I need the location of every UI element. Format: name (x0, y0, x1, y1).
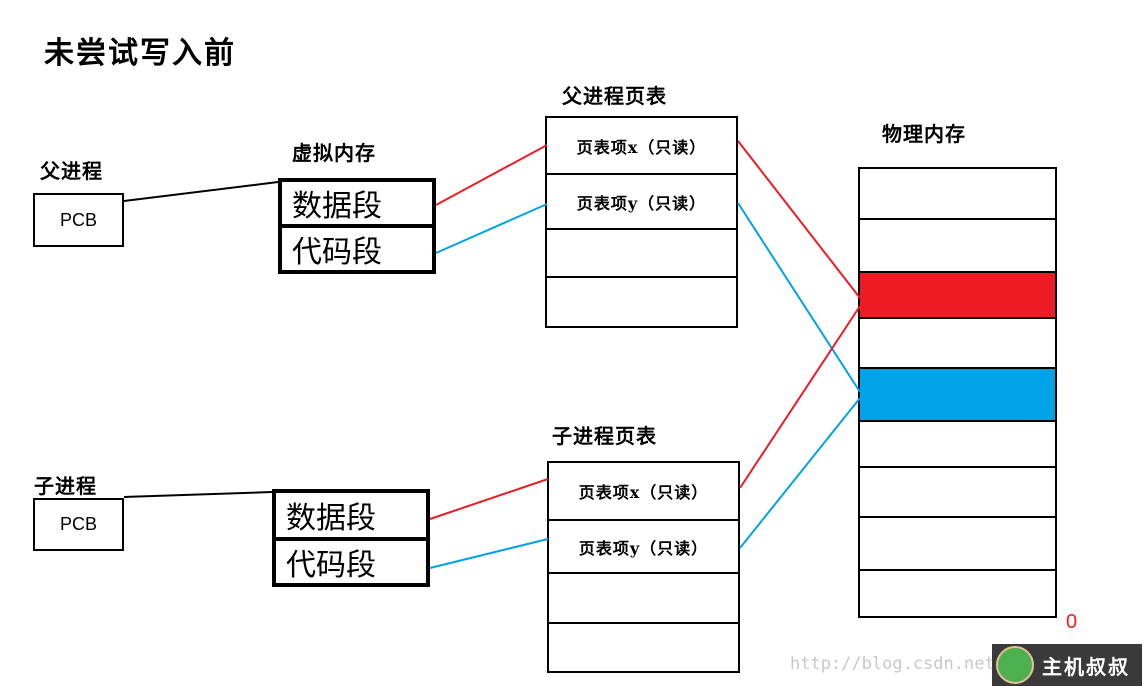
parent-pcb-to-vm-line (123, 181, 279, 202)
child-data-segment: 数据段 (272, 489, 430, 541)
parent-code-to-entry-y-line (435, 203, 548, 254)
parent-process-label: 父进程 (40, 159, 103, 183)
parent-pcb-box: PCB (33, 193, 124, 247)
diagram-title: 未尝试写入前 (44, 36, 236, 71)
child-pcb-label: PCB (59, 514, 97, 534)
child-page-entry-empty (549, 624, 738, 671)
mascot-icon (996, 646, 1034, 684)
parent-page-entry-y: 页表项y（只读） (547, 175, 736, 230)
child-code-to-entry-y-line (429, 538, 549, 569)
parent-page-entry-empty (547, 230, 736, 278)
parent-data-segment: 数据段 (278, 178, 436, 228)
child-entry-x-to-red-frame-line (739, 305, 861, 489)
child-pcb-to-vm-line (123, 491, 273, 498)
parent-page-entry-x: 页表项x（只读） (547, 118, 736, 175)
child-page-entry-x: 页表项x（只读） (549, 463, 738, 521)
memory-frame-red (860, 273, 1055, 319)
parent-entry-x-to-red-frame-line (737, 140, 861, 299)
parent-pcb-label: PCB (59, 209, 97, 230)
memory-frame (860, 220, 1055, 273)
memory-frame (860, 468, 1055, 518)
child-process-label: 子进程 (34, 474, 97, 498)
physical-memory-title: 物理内存 (882, 122, 966, 146)
parent-entry-y-to-blue-frame-line (737, 202, 861, 393)
logo: 主机叔叔 (992, 644, 1142, 686)
parent-page-entry-empty (547, 278, 736, 324)
parent-page-table: 页表项x（只读） 页表项y（只读） (545, 116, 738, 328)
memory-address-zero: 0 (1066, 611, 1078, 633)
physical-memory (858, 167, 1057, 618)
child-page-table-title: 子进程页表 (552, 424, 657, 448)
child-page-entry-x-label: 页表项x（只读） (578, 483, 709, 502)
child-page-entry-y: 页表项y（只读） (549, 521, 738, 574)
child-page-entry-empty (549, 574, 738, 624)
parent-page-table-title: 父进程页表 (562, 84, 667, 108)
child-page-entry-y-label: 页表项y（只读） (578, 538, 709, 558)
memory-frame-blue (860, 369, 1055, 422)
child-data-segment-label: 数据段 (286, 501, 376, 536)
child-code-segment-label: 代码段 (286, 548, 376, 583)
child-data-to-entry-x-line (429, 478, 549, 520)
memory-frame (860, 319, 1055, 369)
child-page-table: 页表项x（只读） 页表项y（只读） (547, 461, 740, 673)
child-entry-y-to-blue-frame-line (739, 397, 861, 549)
memory-frame (860, 571, 1055, 616)
child-code-segment: 代码段 (272, 537, 430, 587)
parent-data-to-entry-x-line (435, 144, 548, 206)
memory-frame (860, 422, 1055, 468)
parent-code-segment-label: 代码段 (292, 235, 382, 270)
parent-code-segment: 代码段 (278, 224, 436, 274)
virtual-memory-label: 虚拟内存 (292, 141, 376, 165)
parent-data-segment-label: 数据段 (292, 189, 382, 224)
memory-frame (860, 518, 1055, 571)
parent-page-entry-y-label: 页表项y（只读） (576, 193, 707, 213)
logo-text: 主机叔叔 (1042, 654, 1130, 679)
child-pcb-box: PCB (33, 498, 124, 551)
parent-page-entry-x-label: 页表项x（只读） (576, 137, 707, 157)
watermark-url: http://blog.csdn.net (790, 654, 995, 674)
memory-frame (860, 169, 1055, 220)
